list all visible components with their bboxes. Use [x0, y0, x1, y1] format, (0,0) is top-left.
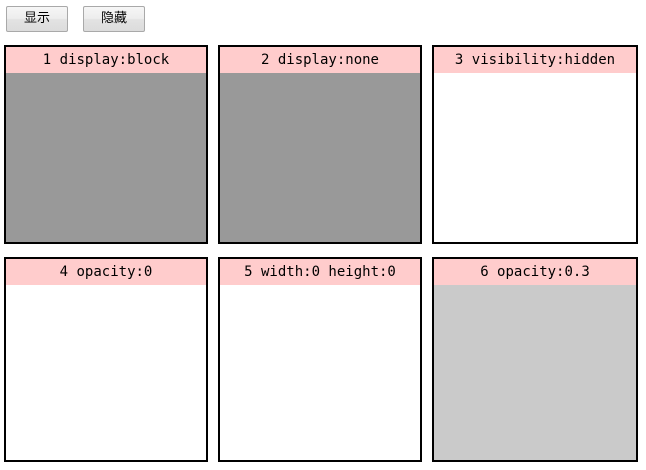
panel-5-title: 5 width:0 height:0: [220, 259, 420, 285]
panel-3-body: [434, 73, 636, 242]
panel-3-title: 3 visibility:hidden: [434, 47, 636, 73]
panel-2-body: [220, 73, 420, 242]
hide-button[interactable]: 隐藏: [83, 6, 145, 32]
panel-1-title: 1 display:block: [6, 47, 206, 73]
panel-1-body: [6, 73, 206, 242]
show-button[interactable]: 显示: [6, 6, 68, 32]
panel-2: 2 display:none: [218, 45, 422, 244]
panel-6-body: [434, 285, 636, 460]
panel-1: 1 display:block: [4, 45, 208, 244]
panel-5-body: [220, 285, 420, 460]
panel-4: 4 opacity:0: [4, 257, 208, 462]
panel-4-body: [6, 285, 206, 460]
panel-6-title: 6 opacity:0.3: [434, 259, 636, 285]
panel-4-title: 4 opacity:0: [6, 259, 206, 285]
panel-2-title: 2 display:none: [220, 47, 420, 73]
panel-3: 3 visibility:hidden: [432, 45, 638, 244]
panel-5: 5 width:0 height:0: [218, 257, 422, 462]
panel-6: 6 opacity:0.3: [432, 257, 638, 462]
